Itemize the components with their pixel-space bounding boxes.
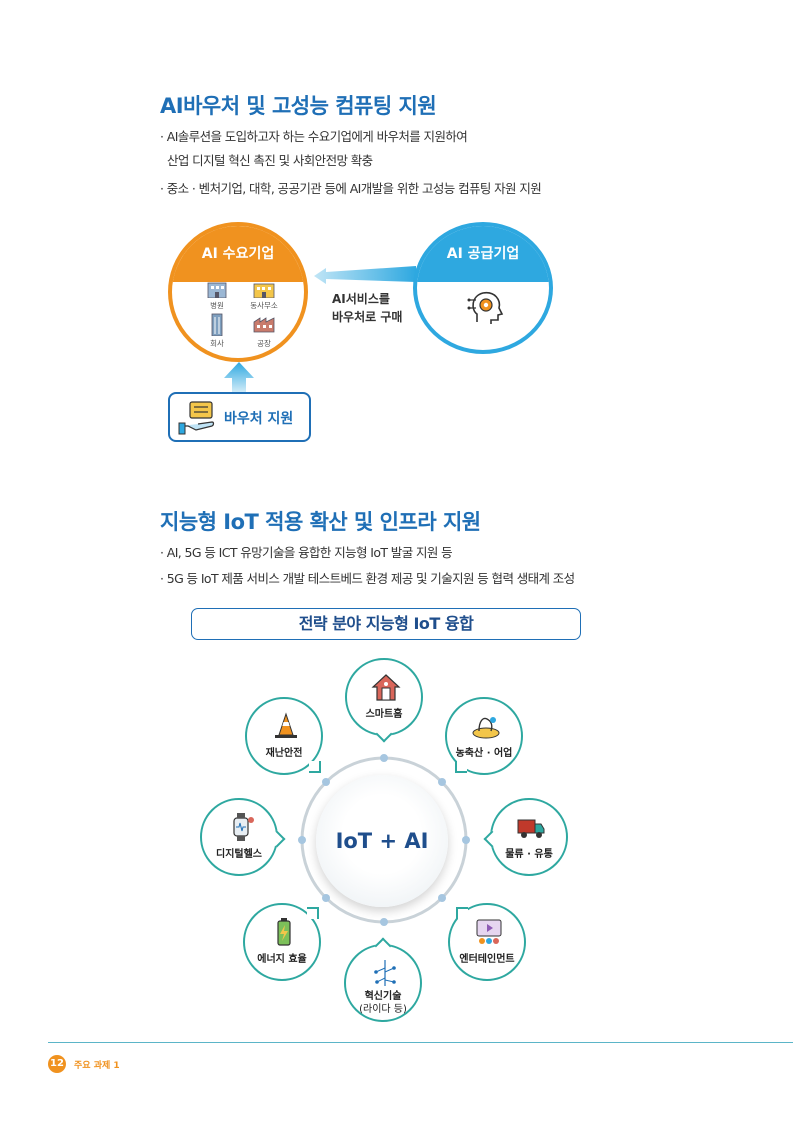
agriculture-label: 농축산 · 어업 xyxy=(455,748,513,759)
entertainment-icon xyxy=(476,919,502,944)
field-smart-home: 스마트홈 xyxy=(345,658,423,743)
field-disaster-safety: 재난안전 xyxy=(245,697,323,775)
traffic-cone-icon xyxy=(275,712,297,738)
section2-bullet2: · 5G 등 IoT 제품 서비스 개발 테스트베드 환경 제공 및 기술지원 … xyxy=(160,571,575,586)
hospital-icon xyxy=(207,282,227,298)
demand-item-community-center: 동사무소 xyxy=(250,301,278,310)
innovation-label: 혁신기술 (라이다 등) xyxy=(336,990,430,1016)
arrow-label-line2: 바우처로 구매 xyxy=(332,310,403,324)
iot-ai-hub: IoT + AI xyxy=(316,775,448,907)
footer-section-label: 주요 과제 1 xyxy=(74,1061,120,1071)
strategy-title-box: 전략 분야 지능형 IoT 융합 xyxy=(191,608,581,640)
supply-company-title: AI 공급기업 xyxy=(417,226,549,282)
agriculture-icon xyxy=(472,717,500,739)
demand-company-circle: AI 수요기업 병원 동사무소 회사 공장 xyxy=(168,222,308,362)
hand-voucher-icon xyxy=(178,401,215,435)
arrow-label-line1: AI서비스를 xyxy=(332,292,390,306)
section1-bullet2: · 중소 · 벤처기업, 대학, 공공기관 등에 AI개발을 위한 고성능 컴퓨… xyxy=(160,181,542,196)
section1-bullet1-line1: · AI솔루션을 도입하고자 하는 수요기업에게 바우처를 지원하여 xyxy=(160,129,468,144)
support-arrow xyxy=(224,362,254,393)
page-number: 12 xyxy=(48,1055,66,1073)
digital-health-label: 디지털헬스 xyxy=(216,849,262,860)
company-tower-icon xyxy=(211,313,223,336)
supply-company-circle: AI 공급기업 xyxy=(413,222,553,354)
section1-bullet1-line2: 산업 디지털 혁신 촉진 및 사회안전망 확충 xyxy=(167,153,373,168)
ai-head-icon xyxy=(467,291,504,324)
field-logistics: 물류 · 유통 xyxy=(483,798,568,876)
hub-ring xyxy=(298,754,470,926)
innovation-label-line2: (라이다 등) xyxy=(359,1004,407,1015)
energy-label: 에너지 효율 xyxy=(257,954,307,965)
field-energy-efficiency: 에너지 효율 xyxy=(243,903,321,981)
factory-icon xyxy=(253,317,275,333)
section1-title: AI바우처 및 고성능 컴퓨팅 지원 xyxy=(160,94,437,118)
battery-icon xyxy=(277,918,291,946)
smart-home-icon xyxy=(371,674,401,701)
field-digital-health: 디지털헬스 xyxy=(200,798,286,876)
section2-title: 지능형 IoT 적용 확산 및 인프라 지원 xyxy=(160,510,481,534)
smart-home-label: 스마트홈 xyxy=(365,709,403,720)
field-innovation-tech: 혁신기술 (라이다 등) xyxy=(344,937,422,1022)
logistics-label: 물류 · 유통 xyxy=(505,849,553,860)
field-entertainment: 엔터테인먼트 xyxy=(448,903,526,981)
voucher-support-label: 바우처 지원 xyxy=(224,411,294,427)
office-building-icon xyxy=(253,283,275,298)
demand-item-factory: 공장 xyxy=(257,339,271,348)
demand-item-company: 회사 xyxy=(210,339,224,348)
innovation-label-line1: 혁신기술 xyxy=(364,991,402,1002)
entertainment-label: 엔터테인먼트 xyxy=(459,954,515,965)
voucher-support-box: 바우처 지원 xyxy=(168,392,311,442)
disaster-safety-label: 재난안전 xyxy=(265,748,303,759)
demand-item-hospital: 병원 xyxy=(210,301,224,310)
field-agriculture-fishery: 농축산 · 어업 xyxy=(445,697,523,775)
footer-divider xyxy=(48,1042,793,1043)
purchase-arrow xyxy=(314,266,416,284)
purchase-arrow-label: AI서비스를 바우처로 구매 xyxy=(332,290,402,326)
section2-bullet1: · AI, 5G 등 ICT 유망기술을 융합한 지능형 IoT 발굴 지원 등 xyxy=(160,545,453,560)
smartwatch-icon xyxy=(233,813,254,841)
lidar-circuit-icon xyxy=(374,960,396,986)
demand-company-title: AI 수요기업 xyxy=(172,226,304,282)
delivery-truck-icon xyxy=(517,819,545,838)
